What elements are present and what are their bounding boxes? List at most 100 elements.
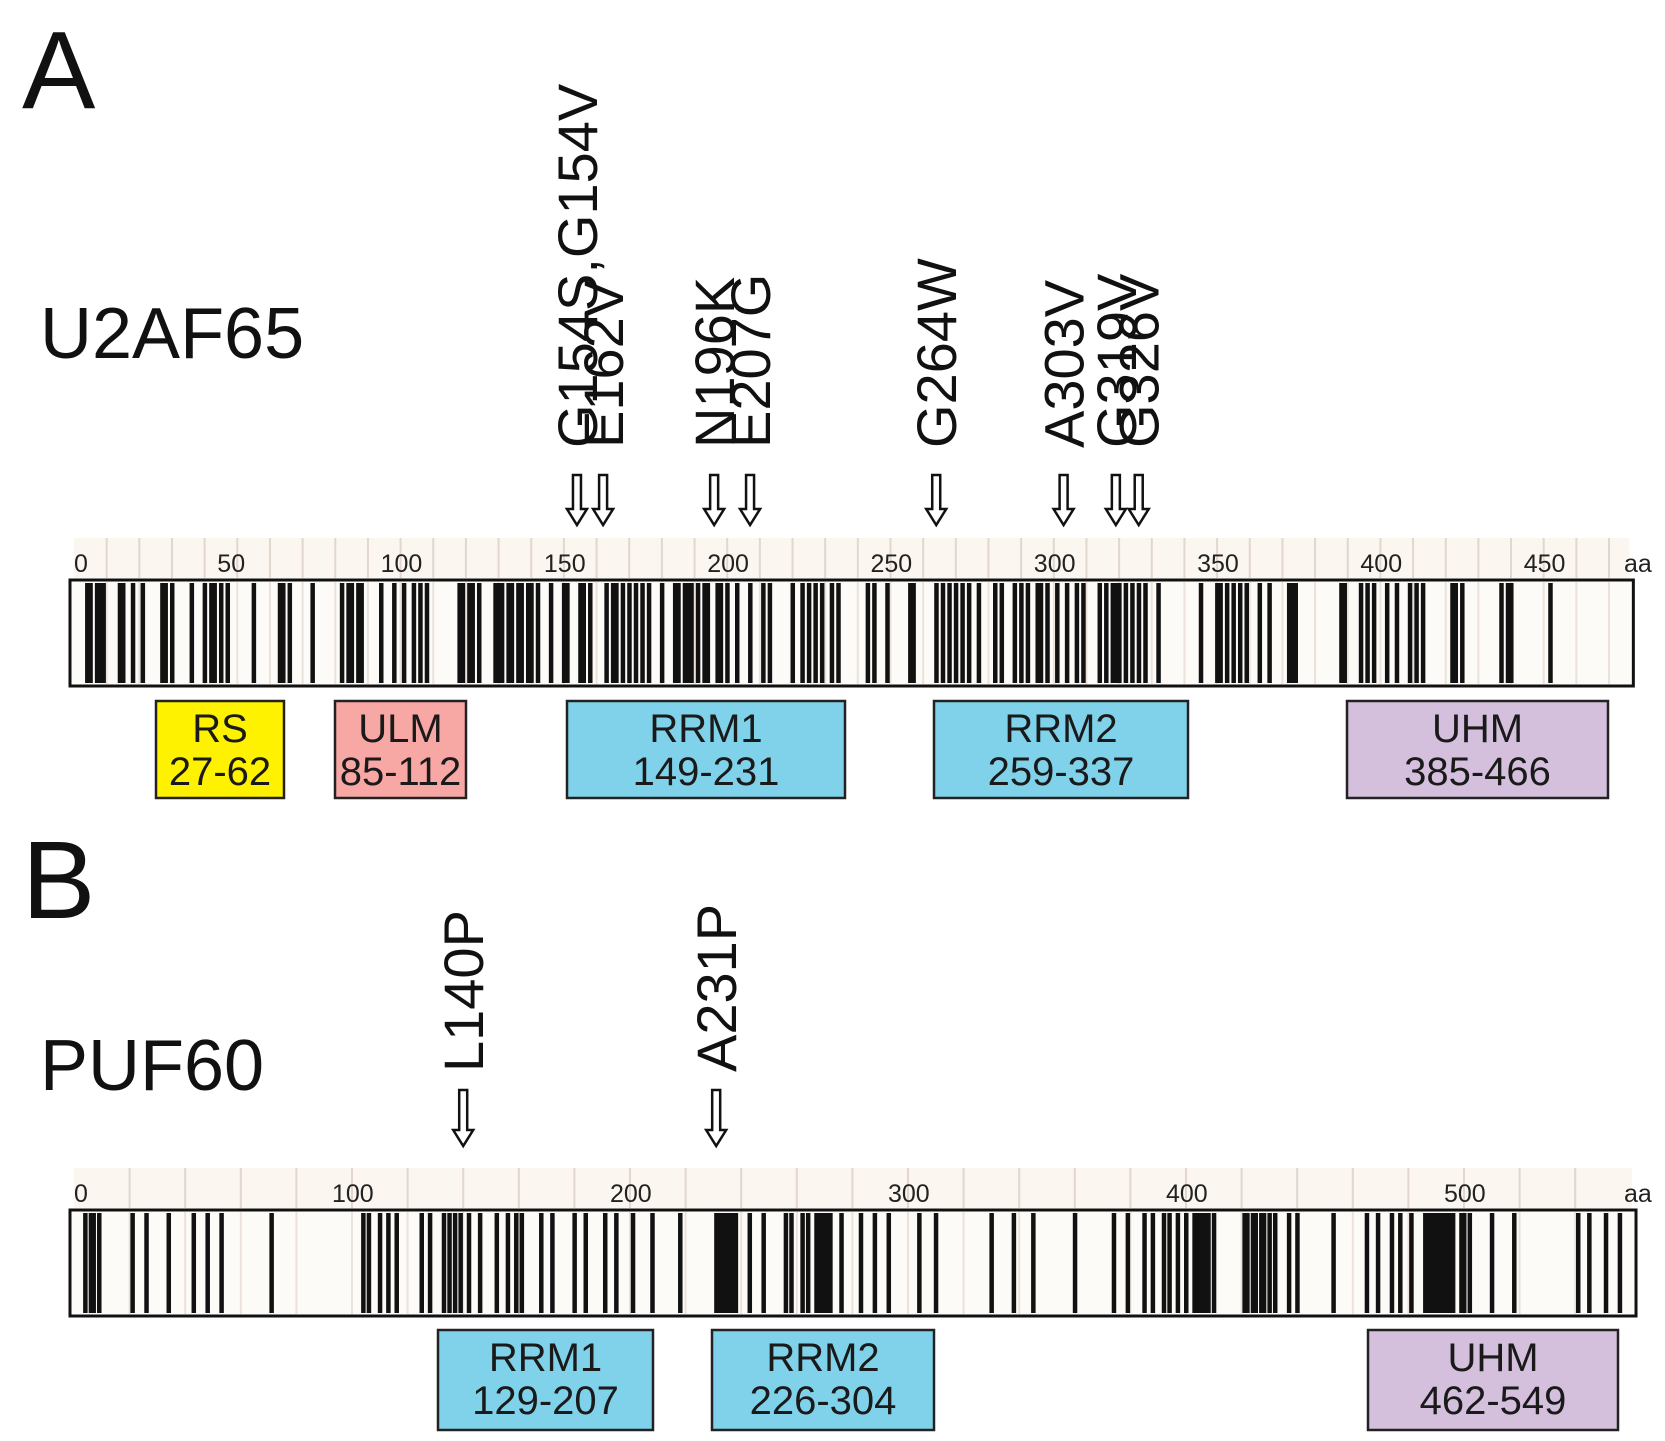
residue-stripe: [722, 1213, 728, 1313]
residue-stripe: [1130, 583, 1135, 683]
tick-label: 400: [1360, 550, 1402, 578]
residue-stripe: [1081, 583, 1086, 683]
residue-stripe: [1175, 1213, 1181, 1313]
residue-stripe: [1215, 583, 1220, 683]
residue-stripe: [825, 1213, 830, 1313]
residue-stripe: [529, 583, 534, 683]
residue-stripe: [120, 583, 126, 683]
residue-stripe: [1394, 583, 1400, 683]
residue-stripe: [578, 583, 583, 683]
residue-stripe: [1575, 1213, 1581, 1313]
residue-stripe: [269, 1213, 274, 1313]
residue-stripe: [98, 583, 103, 683]
domain-range: 85-112: [340, 750, 462, 794]
residue-stripe: [865, 583, 871, 683]
residue-stripe: [1286, 1213, 1292, 1313]
residue-stripe: [1331, 1213, 1336, 1313]
residue-stripe: [1038, 583, 1044, 683]
residue-stripe: [493, 583, 498, 683]
residue-stripe: [1450, 1213, 1456, 1313]
residue-stripe: [800, 583, 805, 683]
residue-stripe: [1499, 583, 1504, 683]
domain-range: 226-304: [750, 1379, 897, 1423]
residue-stripe: [872, 583, 877, 683]
mutation-arrow-icon: [1126, 473, 1151, 528]
residue-stripe: [836, 583, 841, 683]
panel-b-sequence-bar: [68, 1208, 1638, 1318]
residue-stripe: [494, 1213, 500, 1313]
residue-stripe: [583, 1213, 589, 1313]
tick-label: 150: [544, 550, 586, 578]
mutation-arrow-icon: [701, 473, 727, 528]
residue-stripe: [1055, 583, 1060, 683]
residue-stripe: [101, 583, 106, 683]
residue-stripe: [1339, 583, 1344, 683]
residue-stripe: [1290, 583, 1295, 683]
residue-stripe: [1211, 1213, 1217, 1313]
domain-range: 27-62: [169, 750, 271, 794]
residue-stripe: [1420, 583, 1426, 683]
residue-stripe: [1462, 1213, 1467, 1313]
domain-name: RS: [192, 707, 248, 751]
residue-stripe: [1167, 1213, 1172, 1313]
residue-stripe: [160, 583, 165, 683]
residue-stripe: [993, 583, 998, 683]
residue-stripe: [1104, 583, 1109, 683]
residue-stripe: [728, 1213, 733, 1313]
residue-stripe: [361, 1213, 366, 1313]
residue-stripe: [953, 583, 959, 683]
mutation-arrow-icon: [737, 473, 763, 528]
residue-stripe: [1259, 1213, 1264, 1313]
residue-stripe: [1142, 1213, 1147, 1313]
ruler-strip: [74, 538, 1630, 578]
residue-stripe: [806, 583, 812, 683]
residue-stripe: [1245, 1213, 1250, 1313]
residue-stripe: [730, 1213, 736, 1313]
residue-stripe: [947, 583, 952, 683]
residue-stripe: [966, 583, 972, 683]
residue-stripe: [424, 583, 430, 683]
domain-range: 385-466: [1404, 750, 1551, 794]
residue-stripe: [789, 1213, 794, 1313]
residue-stripe: [748, 583, 753, 683]
residue-stripe: [1224, 583, 1230, 683]
residue-stripe: [140, 583, 146, 683]
residue-stripe: [419, 1213, 424, 1313]
residue-stripe: [310, 583, 315, 683]
mutation-label: A231P: [685, 904, 748, 1072]
residue-stripe: [366, 1213, 372, 1313]
mutation-label: N196K: [683, 277, 746, 448]
panel-a-sequence-bar: [68, 578, 1635, 688]
residue-stripe: [725, 583, 730, 683]
residue-stripe: [339, 583, 345, 683]
residue-stripe: [535, 583, 541, 683]
residue-stripe: [705, 583, 711, 683]
residue-stripe: [394, 1213, 399, 1313]
residue-stripe: [1025, 583, 1031, 683]
residue-stripe: [1123, 583, 1129, 683]
residue-stripe: [509, 583, 515, 683]
residue-stripe: [496, 583, 502, 683]
residue-stripe: [908, 583, 913, 683]
residue-stripe: [1371, 583, 1377, 683]
tick-label: 400: [1166, 1180, 1208, 1208]
panel-b-protein-name: PUF60: [40, 1026, 264, 1106]
residue-stripe: [1110, 583, 1116, 683]
residue-stripe: [359, 583, 364, 683]
residue-stripe: [1257, 583, 1263, 683]
residue-stripe: [719, 1213, 725, 1313]
residue-stripe: [805, 1213, 811, 1313]
mutation-label: G154S,G154V: [546, 83, 609, 448]
residue-stripe: [470, 583, 475, 683]
residue-stripe: [917, 1213, 922, 1313]
residue-stripe: [610, 583, 616, 683]
residue-stripe: [813, 583, 818, 683]
residue-stripe: [349, 583, 355, 683]
residue-stripe: [565, 583, 570, 683]
residue-stripe: [767, 583, 773, 683]
residue-stripe: [1218, 583, 1223, 683]
residue-stripe: [516, 583, 521, 683]
residue-stripe: [427, 1213, 433, 1313]
residue-stripe: [839, 1213, 844, 1313]
